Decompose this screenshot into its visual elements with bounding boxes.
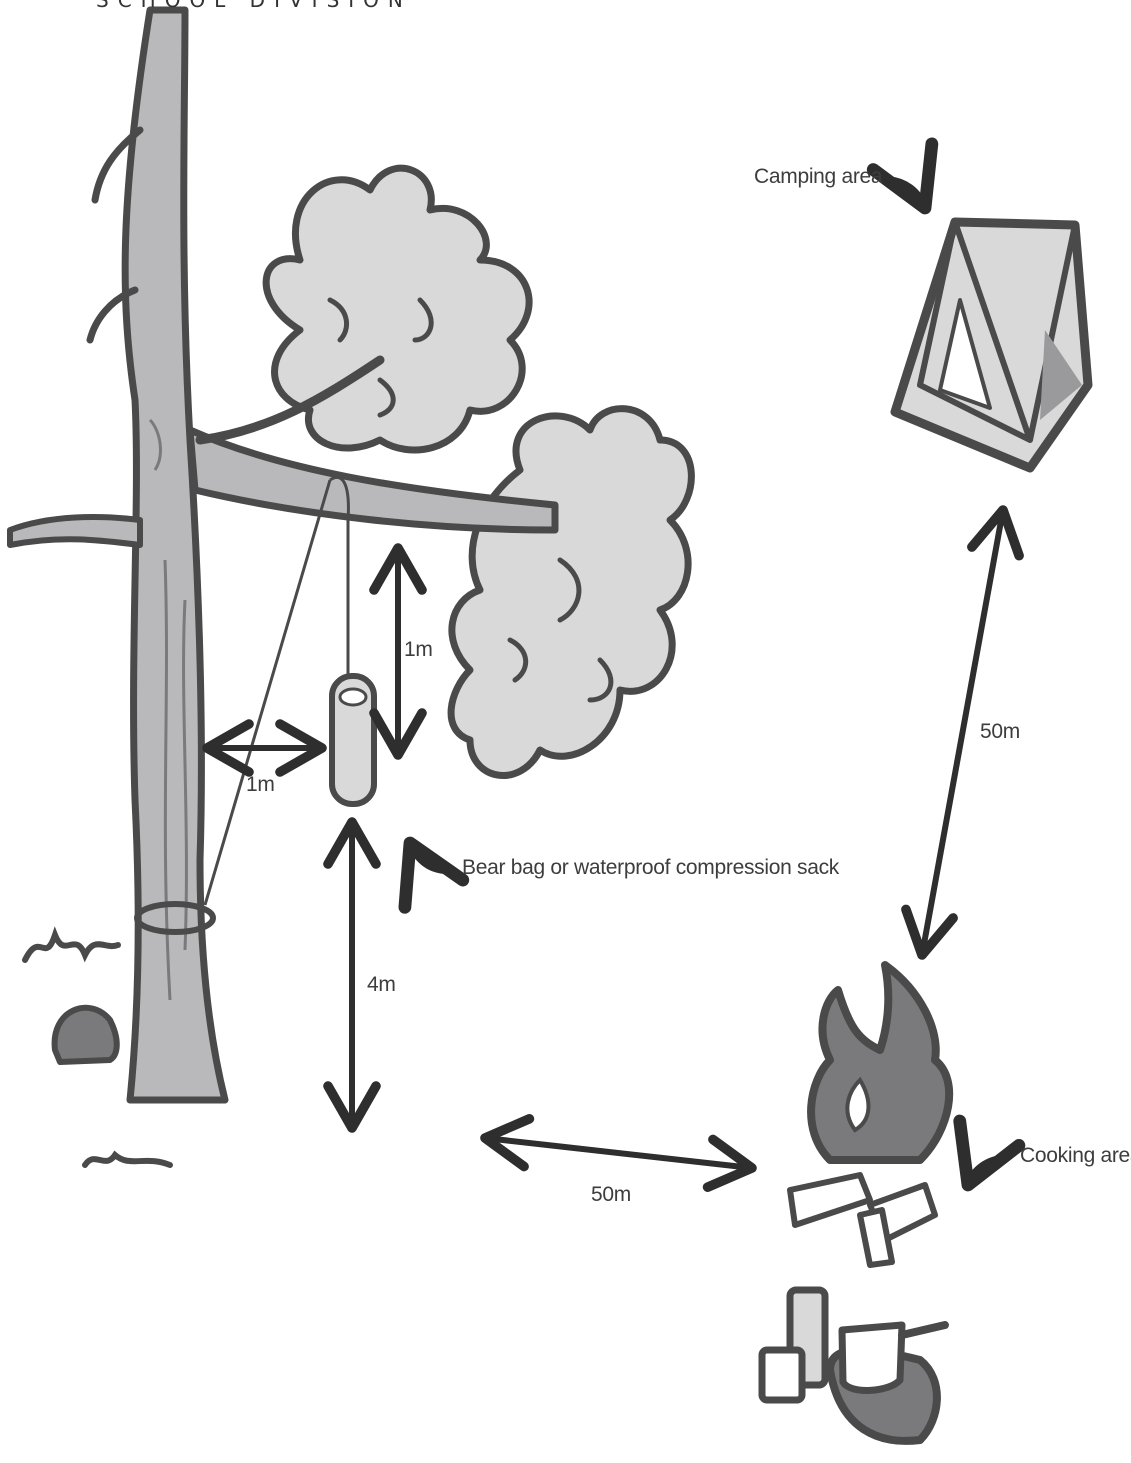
flames <box>811 965 949 1160</box>
rope <box>205 477 348 905</box>
rock <box>55 1008 117 1062</box>
tent <box>895 222 1088 468</box>
mug <box>762 1350 802 1400</box>
canopy-lower <box>451 409 691 776</box>
branch-distance-label: 1m <box>404 638 433 662</box>
cooking-area-label: Cooking area <box>1020 1144 1131 1168</box>
trunk-distance-label: 1m <box>246 773 275 797</box>
cooking-gear <box>762 1290 945 1441</box>
arrow-tree-to-fire <box>485 1138 752 1168</box>
pointer-cooking <box>968 1158 1006 1185</box>
tree-to-fire-distance-label: 50m <box>591 1183 631 1207</box>
bear-bag-label: Bear bag or waterproof compression sack <box>462 856 839 880</box>
ground-distance-label: 4m <box>367 973 396 997</box>
campfire <box>790 965 949 1265</box>
tree-trunk <box>125 10 225 1100</box>
bear-bag-setup <box>205 477 374 905</box>
camping-area-label: Camping area <box>754 165 882 189</box>
pot <box>842 1325 902 1390</box>
pointer-camping <box>884 180 925 208</box>
header-text: SCHOOL DIVISION <box>96 0 412 12</box>
fire-to-tent-distance-label: 50m <box>980 720 1020 744</box>
pointer-bear-bag <box>410 843 448 870</box>
